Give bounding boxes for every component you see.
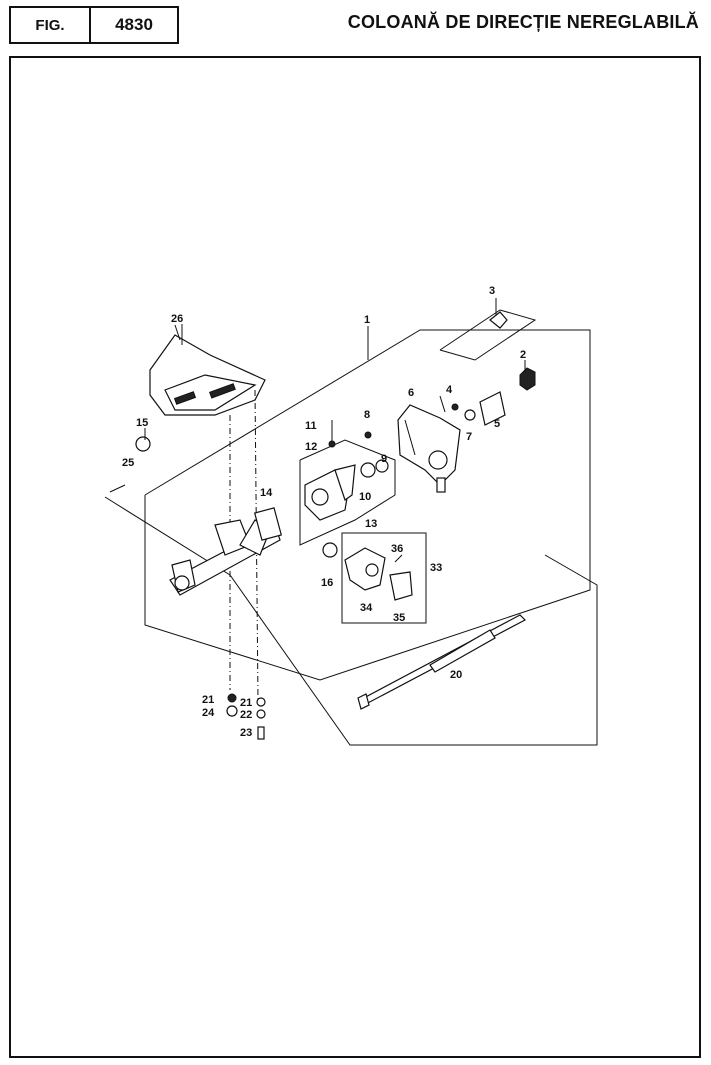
bracket-6: [397, 404, 461, 493]
callout-25: 25: [122, 457, 134, 469]
callout-7: 7: [466, 431, 472, 443]
fig-label: FIG.: [11, 8, 91, 42]
callout-24: 24: [202, 707, 215, 719]
callout-9: 9: [381, 453, 387, 465]
callout-23: 23: [240, 727, 252, 739]
callout-2: 2: [520, 349, 526, 361]
callout-36: 36: [391, 543, 403, 555]
callout-22: 22: [240, 709, 252, 721]
callout-34: 34: [360, 602, 373, 614]
drawing-frame: [9, 56, 701, 1058]
callout-1: 1: [364, 314, 370, 326]
callout-33: 33: [430, 562, 442, 574]
callout-10: 10: [359, 491, 371, 503]
callout-21a: 21: [202, 694, 214, 706]
shaft-20: [357, 614, 526, 710]
callout-15: 15: [136, 417, 148, 429]
bracket-26: [149, 324, 266, 416]
callout-5: 5: [494, 418, 500, 430]
callout-4: 4: [446, 384, 453, 396]
callout-26: 26: [171, 313, 183, 325]
callout-35: 35: [393, 612, 405, 624]
fig-number: 4830: [115, 15, 153, 34]
nut-plate-outline: [439, 309, 537, 361]
figure-id-box: FIG. 4830: [9, 6, 179, 44]
callout-21b: 21: [240, 697, 252, 709]
fasteners-bottom: [226, 693, 266, 740]
callout-8: 8: [364, 409, 370, 421]
housing-13: [299, 439, 396, 546]
callout-14: 14: [260, 487, 273, 499]
page-title: COLOANĂ DE DIRECȚIE NEREGLABILĂ: [347, 12, 699, 32]
steering-column-tube: [169, 507, 283, 596]
callout-6: 6: [408, 387, 414, 399]
callout-20: 20: [450, 669, 462, 681]
small-parts-upper: [109, 311, 536, 493]
assembly-33: [322, 532, 427, 624]
callout-3: 3: [489, 285, 495, 297]
callout-16: 16: [321, 577, 333, 589]
callout-11: 11: [305, 420, 317, 432]
callout-13: 13: [365, 518, 377, 530]
callout-12: 12: [305, 441, 317, 453]
